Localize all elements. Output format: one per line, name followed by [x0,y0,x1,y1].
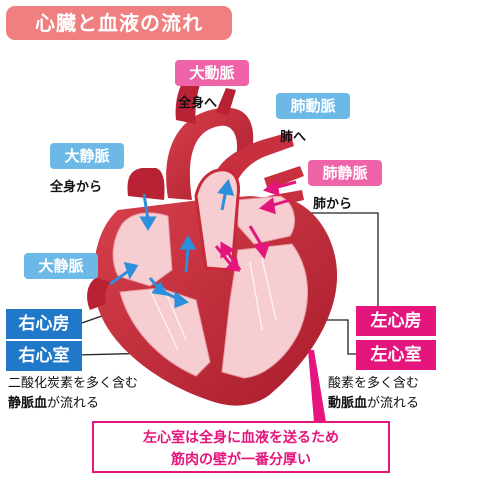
arrow-down-icon [139,216,157,231]
arrow-up-icon-2 [217,178,235,196]
right-atrium-label: 右心房 [6,309,82,339]
arrow-down-right-icon-2 [224,256,240,272]
inferior-vena-cava [87,278,112,310]
aorta-trunk [194,168,240,272]
pulmonary-vein-tag: 肺静脈 [308,160,382,186]
arrow-left-icon [262,179,280,197]
vena-cava-upper-caption: 全身から [50,180,103,195]
vena-cava-lower-tag: 大静脈 [24,253,98,279]
arterial-flow-arrows [214,179,297,272]
left-ventricle-chamber [221,243,309,379]
pulmonary-artery-tag: 肺動脈 [276,93,350,119]
right-ventricle-chamber [119,287,211,377]
aorta-tag: 大動脈 [175,60,249,86]
pulmonary-artery-caption: 肺へ [280,130,307,145]
right-note-line2: 静脈血が流れる [8,394,138,414]
left-ventricle-label: 左心室 [356,340,436,370]
pulmonary-vein-caption: 肺から [313,197,353,212]
vena-cava-upper-tag: 大静脈 [50,143,124,169]
left-note-line1: 酸素を多く含む [328,376,420,391]
callout-line2: 筋肉の壁が一番分厚い [171,452,311,468]
aorta-caption: 全身へ [178,96,218,111]
right-ventricle-label: 右心室 [6,341,82,371]
callout-box: 左心室は全身に血液を送るため 筋肉の壁が一番分厚い [92,421,390,473]
arrow-down-icon-2 [253,242,271,260]
arrow-left-icon-2 [258,197,276,215]
arrow-up-icon [179,235,197,250]
left-note: 酸素を多く含む 動脈血が流れる [328,374,419,414]
aorta-arch [166,107,254,200]
valve-lines [149,257,277,351]
superior-vena-cava [127,168,165,200]
callout-line1: 左心室は全身に血液を送るため [143,430,339,446]
venous-blood-text: 静脈血 [8,396,48,411]
arrow-up-left-icon [220,241,235,259]
venous-flow-arrows [109,178,235,309]
right-note: 二酸化炭素を多く含む 静脈血が流れる [8,374,138,414]
arterial-blood-text: 動脈血 [328,396,368,411]
right-note-rest: が流れる [47,396,100,411]
page-title: 心臓と血液の流れ [6,6,232,40]
left-note-line2: 動脈血が流れる [328,394,419,414]
left-note-rest: が流れる [367,396,420,411]
right-note-line1: 二酸化炭素を多く含む [8,376,139,391]
left-atrium-label: 左心房 [356,306,436,336]
arrow-right-icon [174,290,189,309]
arrow-up-right-icon [123,262,139,280]
callout-pointer [308,350,326,422]
